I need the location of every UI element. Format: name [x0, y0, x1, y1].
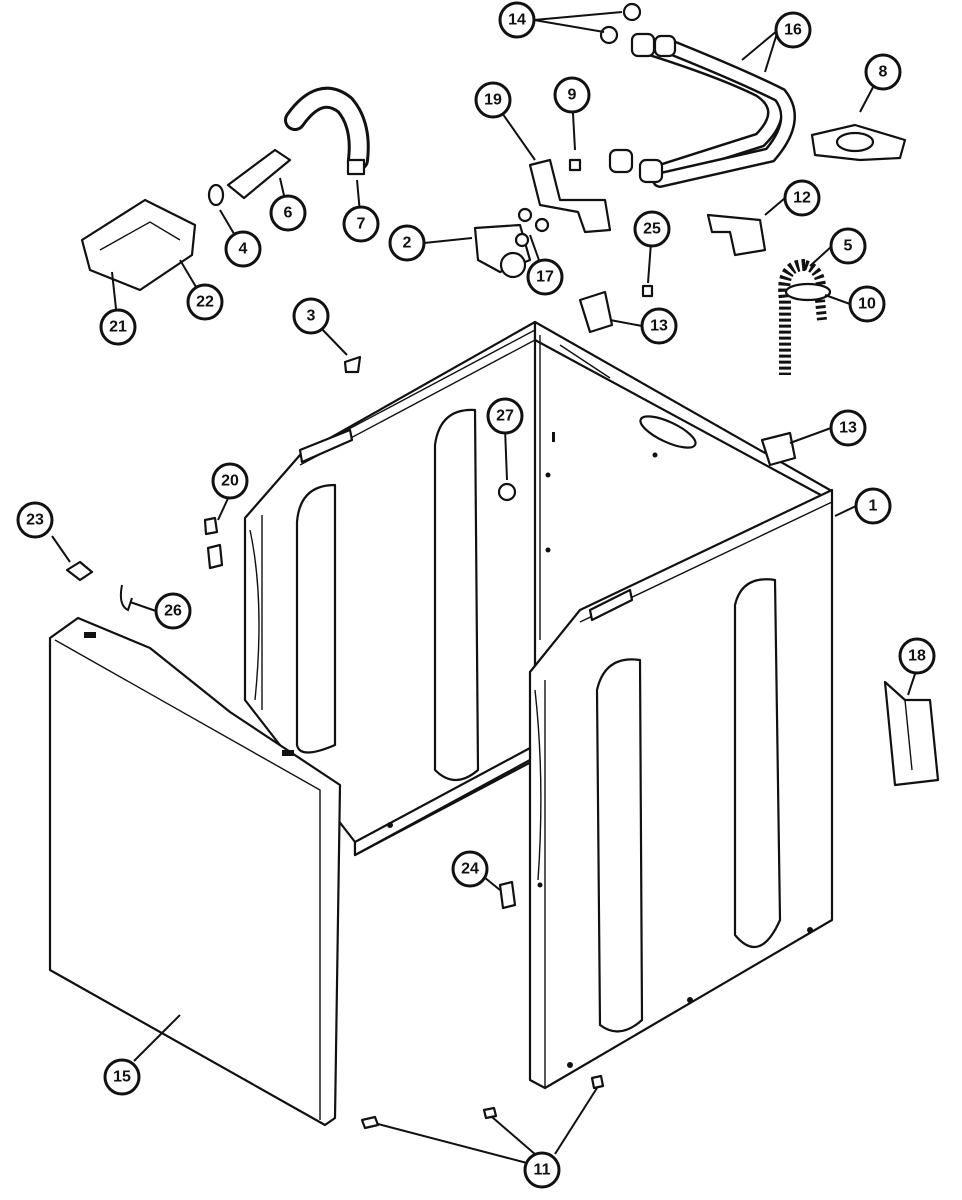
callout-label: 16: [784, 22, 802, 39]
callout-label: 17: [536, 269, 554, 286]
callout-14: 14: [498, 1, 536, 39]
drain-hose: [778, 259, 832, 375]
water-valve: [473, 223, 532, 279]
clip-24: [498, 880, 517, 910]
inlet-hoses: [608, 32, 796, 188]
callout-label: 24: [461, 861, 479, 878]
callout-label: 12: [793, 190, 811, 207]
hose-washers: [599, 2, 642, 45]
callout-4: 4: [224, 230, 262, 268]
callout-label: 1: [869, 498, 878, 515]
callout-label: 13: [650, 318, 668, 335]
callout-10: 10: [848, 285, 886, 323]
callout-17: 17: [526, 258, 564, 296]
cabinet: [243, 320, 834, 1090]
screw: [568, 158, 582, 172]
elbow-hose: [284, 86, 370, 176]
callout-label: 22: [196, 294, 214, 311]
callout-label: 25: [643, 221, 661, 238]
callout-label: 15: [113, 1069, 131, 1086]
fill-hose: [226, 148, 292, 200]
callout-1: 1: [854, 487, 892, 525]
callout-26: 26: [154, 592, 192, 630]
callout-21: 21: [99, 308, 137, 346]
callout-label: 5: [844, 238, 853, 255]
front-panel: [48, 616, 342, 1127]
callout-11: 11: [523, 1151, 561, 1189]
valve-bracket: [528, 158, 612, 234]
callout-13-top: 13: [640, 307, 678, 345]
callout-13-right: 13: [829, 409, 867, 447]
top-clip-right: [760, 431, 797, 467]
wire-tie: [343, 355, 362, 374]
callout-label: 7: [357, 216, 366, 233]
callout-label: 3: [307, 308, 316, 325]
spring-clip: [119, 584, 133, 612]
valve-washer: [517, 207, 533, 223]
callout-label: 19: [484, 92, 502, 109]
top-clip-left: [578, 290, 614, 334]
callout-label: 6: [284, 205, 293, 222]
callout-16: 16: [774, 11, 812, 49]
callout-27: 27: [486, 397, 524, 435]
callout-label: 13: [839, 420, 857, 437]
screw-11b: [482, 1106, 498, 1120]
screw-small: [641, 284, 654, 298]
callout-9: 9: [553, 76, 591, 114]
clip-20b: [206, 543, 224, 570]
callout-12: 12: [783, 179, 821, 217]
dispenser: [80, 198, 197, 292]
callout-label: 10: [858, 296, 876, 313]
callout-label: 18: [908, 648, 926, 665]
grommet: [497, 482, 517, 502]
callout-label: 27: [496, 408, 514, 425]
callout-23: 23: [16, 501, 54, 539]
callout-20: 20: [211, 462, 249, 500]
callout-24: 24: [451, 850, 489, 888]
callout-19: 19: [474, 81, 512, 119]
callout-22: 22: [186, 283, 224, 321]
callout-label: 11: [534, 1162, 551, 1179]
callout-7: 7: [342, 205, 380, 243]
callout-8: 8: [864, 53, 902, 91]
callout-label: 26: [164, 603, 182, 620]
callout-3: 3: [292, 297, 330, 335]
callout-15: 15: [103, 1058, 141, 1096]
callout-label: 9: [568, 87, 577, 104]
callout-label: 2: [403, 235, 412, 252]
callout-6: 6: [269, 194, 307, 232]
callout-2: 2: [388, 224, 426, 262]
hose-clamp: [207, 183, 225, 207]
screw-11c: [590, 1074, 605, 1090]
callout-label: 4: [239, 241, 248, 258]
corner-bracket: [883, 680, 940, 787]
hose-clip: [706, 213, 767, 257]
callout-label: 23: [26, 512, 44, 529]
callout-5: 5: [829, 227, 867, 265]
callout-label: 8: [879, 64, 888, 81]
callout-label: 20: [221, 473, 239, 490]
callout-label: 14: [508, 12, 526, 29]
clip-23: [65, 560, 94, 582]
callout-label: 21: [109, 319, 127, 336]
screw-11a: [360, 1115, 380, 1130]
clip-20a: [203, 516, 219, 536]
callout-18: 18: [898, 637, 936, 675]
callout-25: 25: [633, 210, 671, 248]
spider-clip: [810, 123, 907, 162]
